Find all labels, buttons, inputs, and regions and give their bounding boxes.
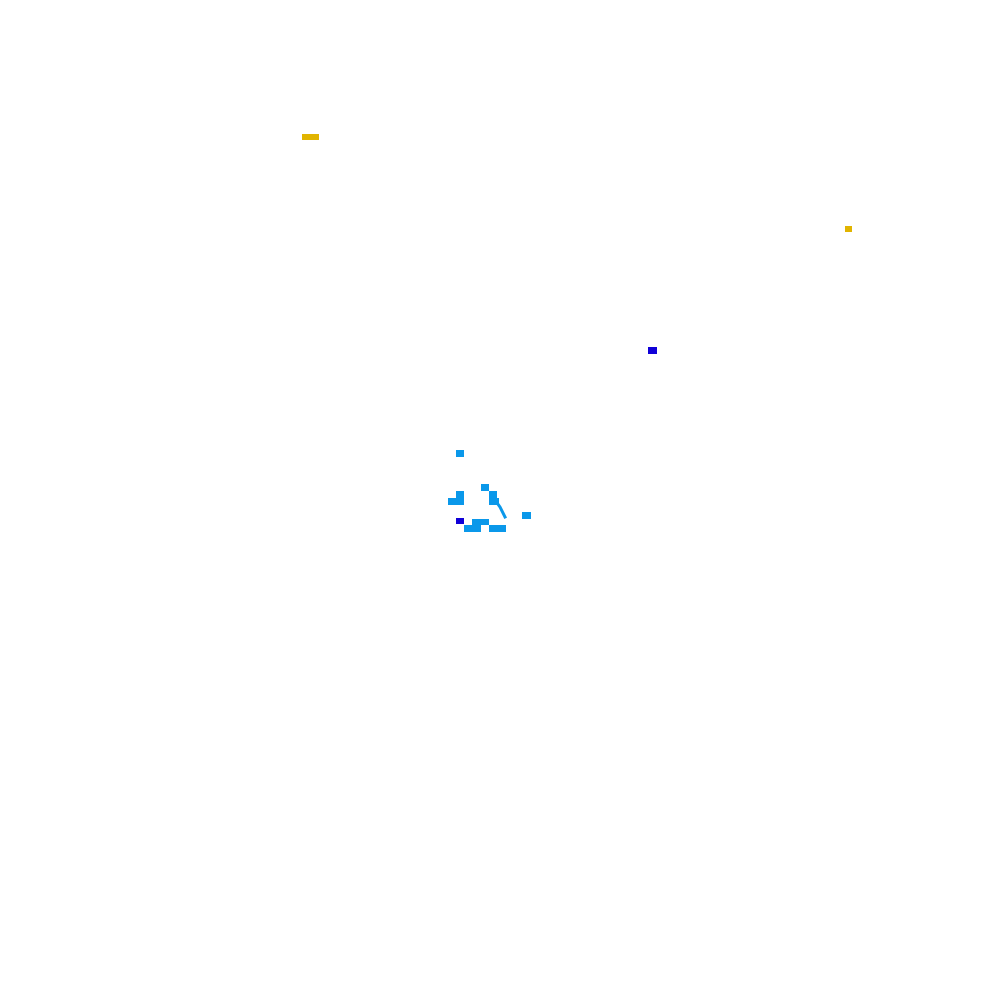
cyan-mark bbox=[464, 525, 481, 532]
yellow-mark bbox=[302, 134, 319, 140]
cyan-mark bbox=[472, 519, 489, 525]
cyan-mark bbox=[456, 491, 464, 498]
blue-mark bbox=[456, 518, 464, 524]
cyan-mark bbox=[456, 450, 464, 457]
cyan-mark bbox=[489, 491, 497, 498]
cyan-mark bbox=[481, 484, 489, 491]
cyan-mark bbox=[522, 512, 531, 519]
cyan-mark bbox=[448, 498, 464, 505]
cyan-mark bbox=[489, 525, 506, 532]
blue-mark bbox=[648, 347, 657, 354]
cyan-mark bbox=[489, 498, 499, 505]
yellow-mark bbox=[845, 226, 852, 232]
